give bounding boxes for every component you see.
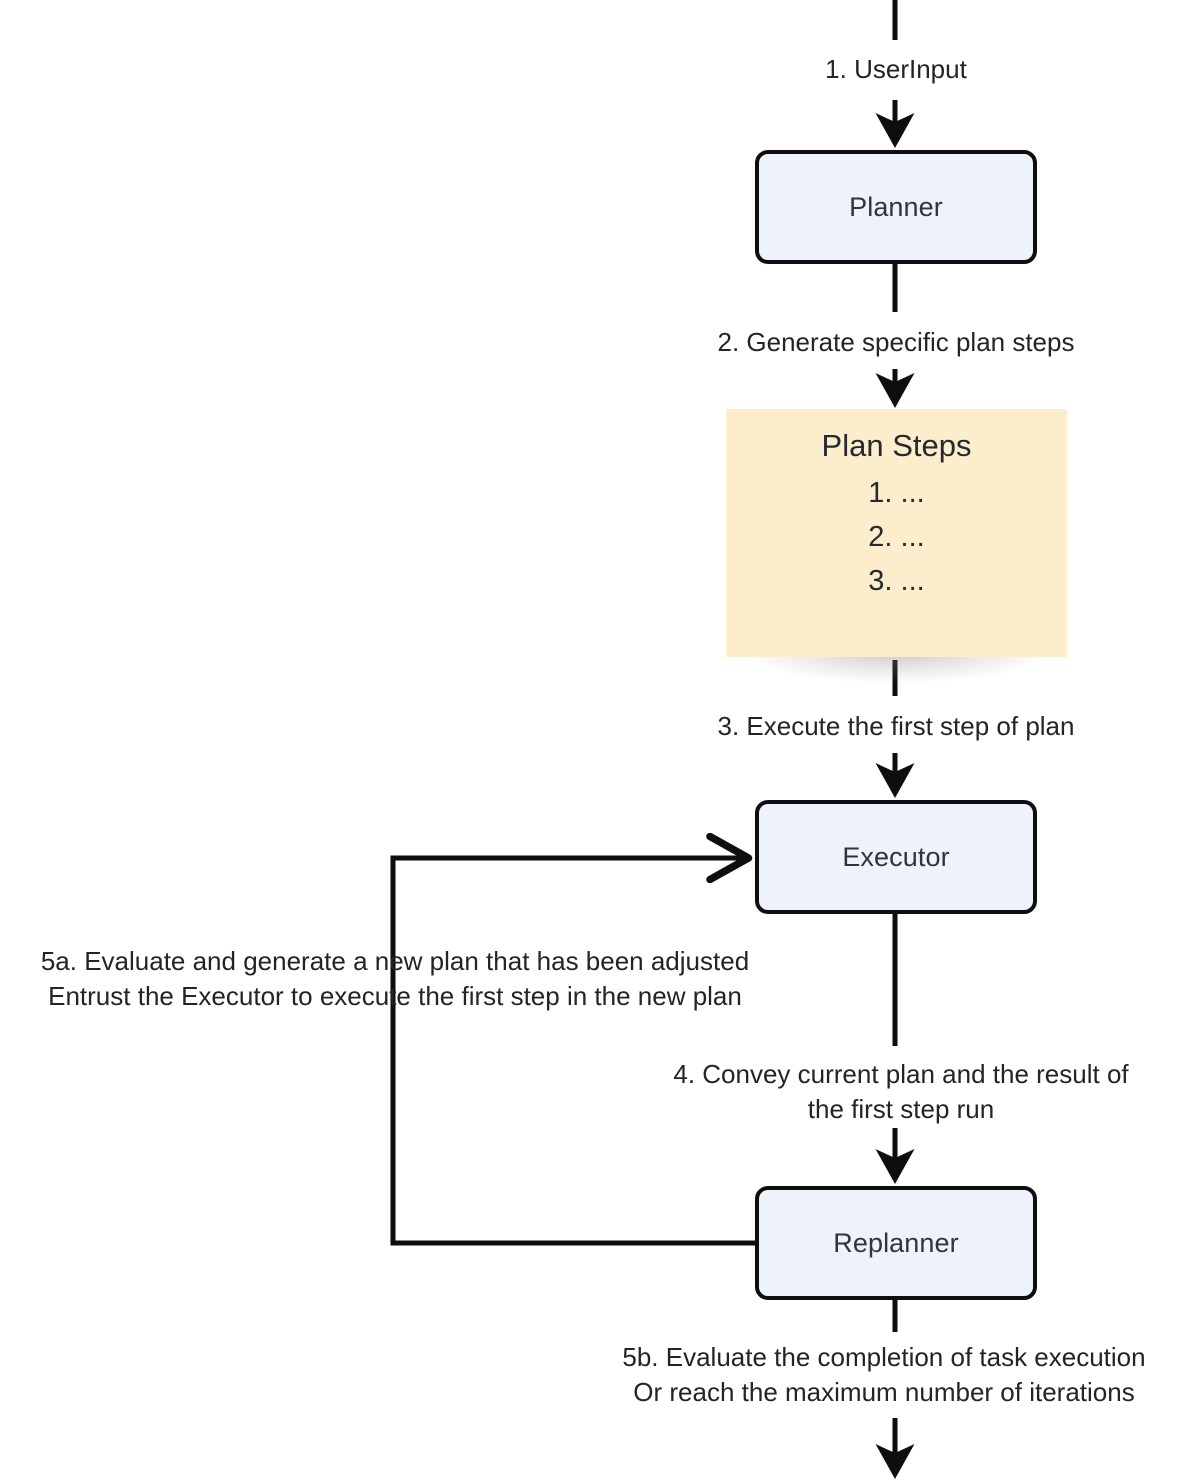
node-planner[interactable]: Planner [755,150,1037,264]
edge-label-4-convey-plan-result: 4. Convey current plan and the result of… [673,1059,1129,1124]
node-plan-steps[interactable]: Plan Steps 1. ... 2. ... 3. ... [726,409,1067,657]
plan-steps-item-2: 2. ... [868,520,925,553]
node-executor-label: Executor [842,841,950,872]
edge-label-5a-replan-loop: 5a. Evaluate and generate a new plan tha… [40,946,750,1011]
edge-label-1-userinput: 1. UserInput [825,54,967,84]
edge-label-5b-completion: 5b. Evaluate the completion of task exec… [622,1342,1146,1407]
plan-steps-shadow [726,651,1067,693]
plan-steps-title: Plan Steps [821,428,972,463]
edge-replan-loop [390,858,755,1246]
edge-label-3-execute-first-step: 3. Execute the first step of plan [717,711,1075,741]
node-planner-label: Planner [849,191,943,222]
plan-steps-item-1: 1. ... [868,476,925,509]
edge-label-2-generate-plan: 2. Generate specific plan steps [717,327,1075,357]
node-replanner-label: Replanner [833,1227,959,1258]
plan-steps-item-3: 3. ... [868,564,925,597]
node-replanner[interactable]: Replanner [755,1186,1037,1300]
node-executor[interactable]: Executor [755,800,1037,914]
